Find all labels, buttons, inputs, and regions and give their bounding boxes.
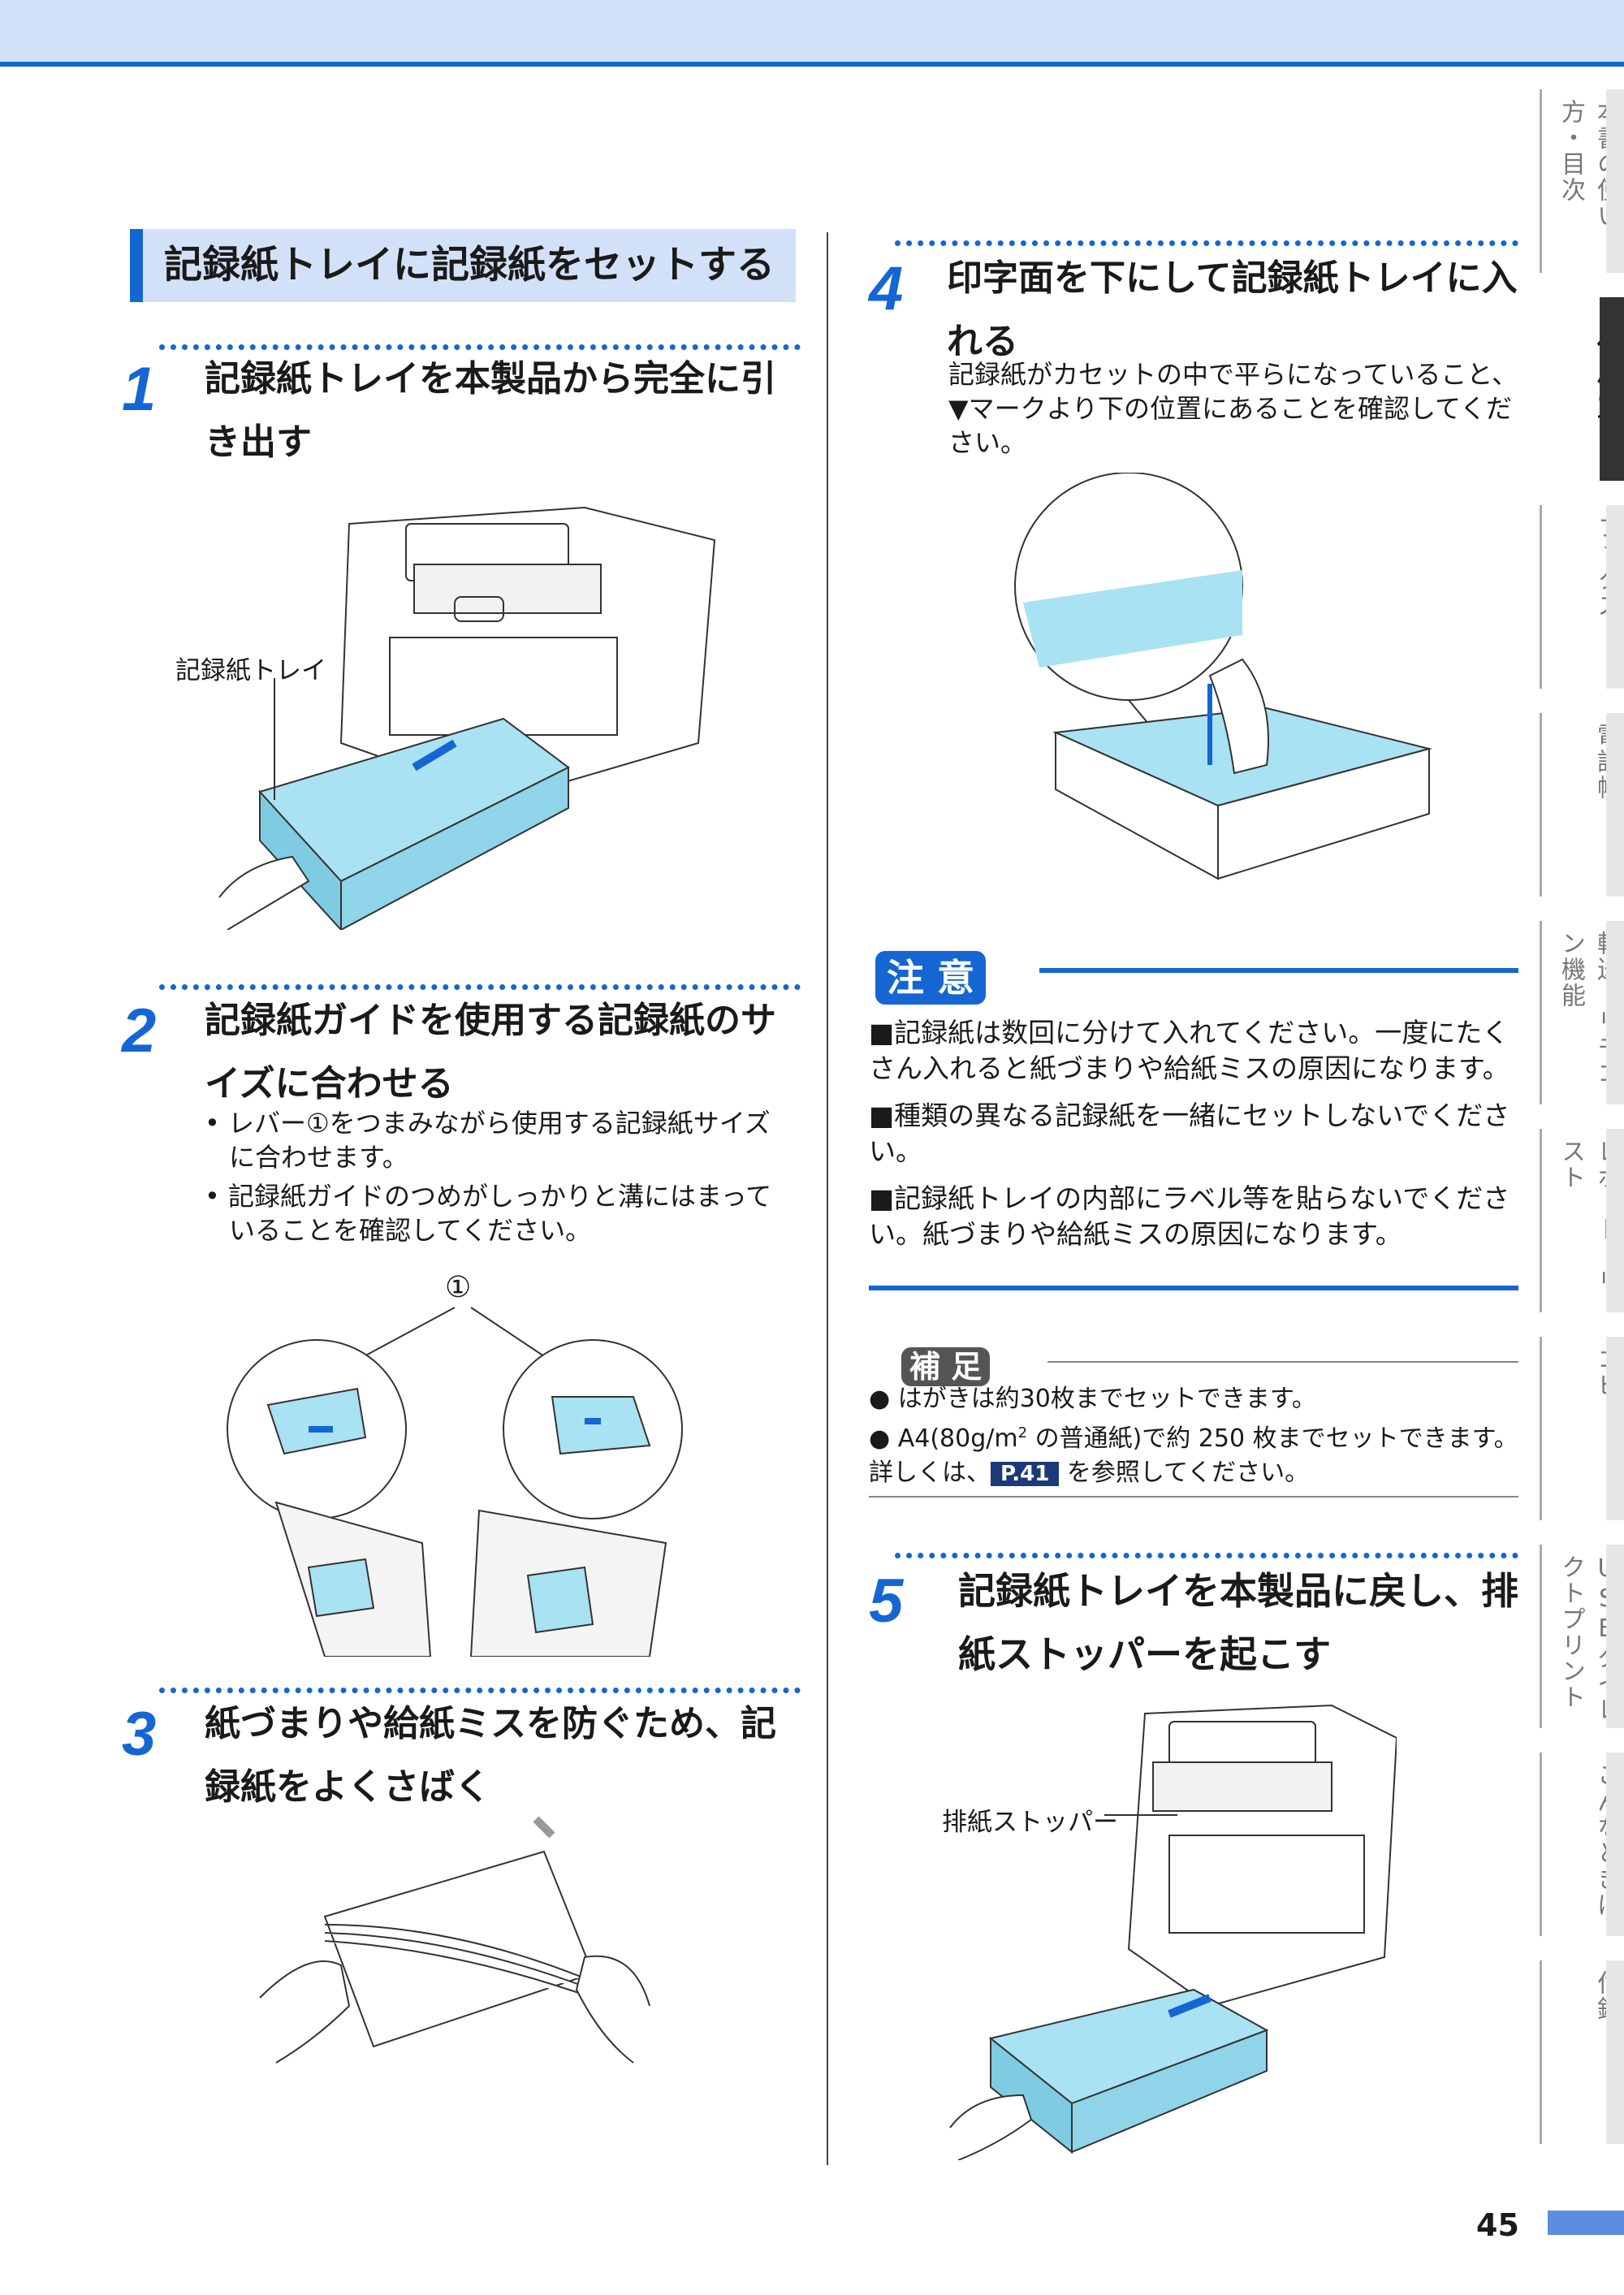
caution-item: ■種類の異なる記録紙を一緒にセットしないでください。 <box>869 1100 1510 1167</box>
step-divider <box>159 984 801 990</box>
returning-tray-illustration <box>949 1704 1397 2160</box>
step-number: 3 <box>122 1700 157 1769</box>
caution-list: ■記録紙は数回に分けて入れてください。一度にたくさん入れると紙づまりや給紙ミスの… <box>869 1015 1518 1252</box>
top-band <box>0 0 1624 67</box>
tab-before-use[interactable]: ご使用の前に <box>1540 297 1624 481</box>
tab-usb-direct-print[interactable]: USBダイレクトプリント <box>1540 1545 1624 1728</box>
page-number: 45 <box>1476 2207 1519 2243</box>
caution-item: ■記録紙トレイの内部にラベル等を貼らないでください。紙づまりや給紙ミスの原因にな… <box>869 1182 1510 1250</box>
fanning-paper-illustration <box>259 1816 650 2064</box>
tab-toc[interactable]: 本書の使い方・目次 <box>1540 89 1624 273</box>
paper-guide-illustration <box>227 1307 683 1657</box>
callout-number: ① <box>445 1271 472 1304</box>
page-number-bar <box>1548 2211 1624 2235</box>
section-title: 記録紙トレイに記録紙をセットする <box>130 229 796 302</box>
tab-forward-remote[interactable]: 転送・リモコン機能 <box>1540 921 1624 1104</box>
tab-troubleshooting[interactable]: こんなときは <box>1540 1753 1624 1936</box>
caution-bottom-rule <box>869 1286 1518 1290</box>
note-badge: 補 足 <box>901 1342 991 1386</box>
note-list: ● はがきは約30枚までセットできます。 ● A4(80g/m2 の普通紙)で約… <box>869 1382 1518 1491</box>
stopper-label: 排紙ストッパー <box>942 1808 1118 1837</box>
bullet-item: • 記録紙ガイドのつめがしっかりと溝にはまっていることを確認してください。 <box>205 1181 772 1246</box>
step-title: 記録紙ガイドを使用する記録紙のサイズに合わせる <box>205 1000 776 1104</box>
caution-badge: 注 意 <box>875 949 987 1005</box>
note-bottom-rule <box>869 1496 1518 1498</box>
step-divider <box>159 1688 801 1693</box>
step-number: 1 <box>122 355 157 424</box>
step-number: 2 <box>122 996 157 1065</box>
step-number: 4 <box>869 254 904 323</box>
printer-tray-illustration <box>218 506 716 930</box>
bullet-item: • レバー①をつまみながら使用する記録紙サイズに合わせます。 <box>205 1108 771 1173</box>
column-separator <box>827 232 828 2165</box>
caution-item: ■記録紙は数回に分けて入れてください。一度にたくさん入れると紙づまりや給紙ミスの… <box>869 1017 1510 1084</box>
step-divider <box>895 1553 1518 1558</box>
tab-fax[interactable]: ファクス <box>1540 505 1624 689</box>
step-title: 記録紙トレイを本製品に戻し、排紙ストッパーを起こす <box>958 1569 1518 1676</box>
tray-label: 記録紙トレイ <box>175 656 326 685</box>
tab-appendix[interactable]: 付録 <box>1540 1960 1624 2144</box>
tab-report-list[interactable]: レポート・リスト <box>1540 1129 1624 1312</box>
tab-phonebook[interactable]: 電話帳 <box>1540 713 1624 897</box>
step-bullets: • レバー①をつまみながら使用する記録紙サイズに合わせます。 • 記録紙ガイドの… <box>205 1106 789 1247</box>
tab-copy[interactable]: コピー <box>1540 1337 1624 1520</box>
step-title: 記録紙トレイを本製品から完全に引き出す <box>205 358 776 463</box>
step-title: 印字面を下にして記録紙トレイに入れる <box>947 257 1518 362</box>
page-reference-link[interactable]: P.41 <box>991 1462 1060 1486</box>
step-body: 記録紙がカセットの中で平らになっていること、▼マークより下の位置にあることを確認… <box>948 359 1518 458</box>
note-item: ● A4(80g/m2 の普通紙)で約 250 枚までセットできます。詳しくは、… <box>869 1424 1518 1487</box>
note-rule <box>1047 1361 1518 1363</box>
step-number: 5 <box>869 1567 904 1636</box>
step-divider <box>159 344 801 350</box>
note-item: ● はがきは約30枚までセットできます。 <box>869 1385 1316 1413</box>
caution-rule <box>1039 968 1518 973</box>
step-divider <box>895 240 1518 246</box>
step-title: 紙づまりや給紙ミスを防ぐため、記録紙をよくさばく <box>205 1703 776 1808</box>
loading-paper-illustration <box>1014 473 1432 880</box>
